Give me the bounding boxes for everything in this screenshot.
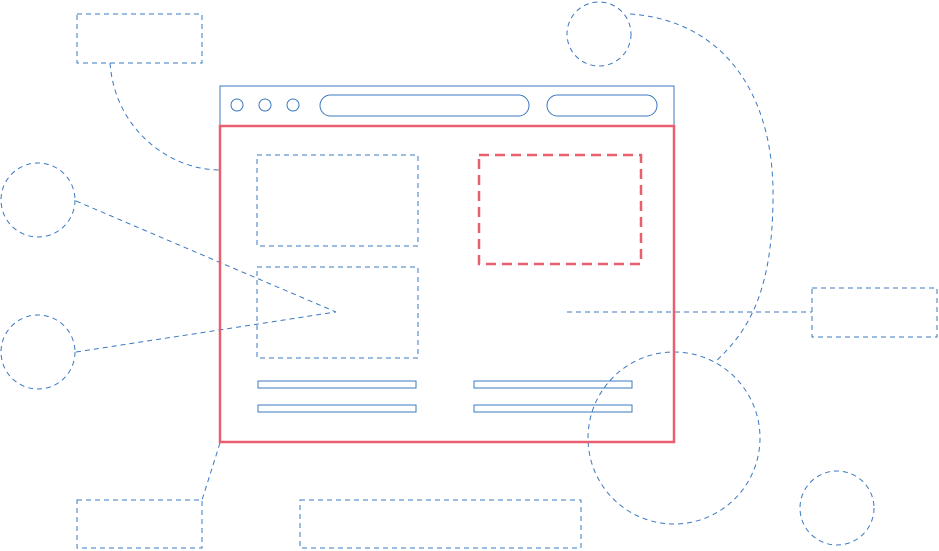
connector-top-left (109, 62, 221, 171)
text-line-placeholder (257, 380, 417, 389)
text-line-placeholder (473, 380, 633, 389)
connector-left-1 (75, 200, 337, 313)
connector-bottom-left (201, 442, 221, 501)
callout-circle-top (566, 1, 632, 67)
highlighted-content-block (477, 153, 643, 266)
text-line-placeholder (473, 404, 633, 413)
content-block-2 (256, 266, 419, 359)
window-dot-icon (258, 98, 272, 112)
callout-circle-left-1 (0, 162, 76, 238)
connector-left-2 (75, 311, 337, 353)
text-line-placeholder (257, 404, 417, 413)
browser-content-frame (218, 124, 676, 444)
callout-circle-large (587, 351, 761, 525)
address-bar (319, 94, 530, 117)
window-dot-icon (286, 98, 300, 112)
callout-box-right (811, 287, 938, 338)
callout-circle-left-2 (0, 314, 76, 390)
callout-circle-bottom-right (799, 470, 875, 546)
window-dot-icon (230, 98, 244, 112)
browser-toolbar (219, 85, 675, 127)
connector-top-right (629, 13, 774, 363)
callout-box-bottom-center (299, 499, 582, 549)
content-block-1 (256, 154, 419, 247)
callout-box-bottom-left (76, 499, 203, 549)
callout-box-top-left (76, 13, 203, 64)
search-bar (546, 94, 658, 117)
